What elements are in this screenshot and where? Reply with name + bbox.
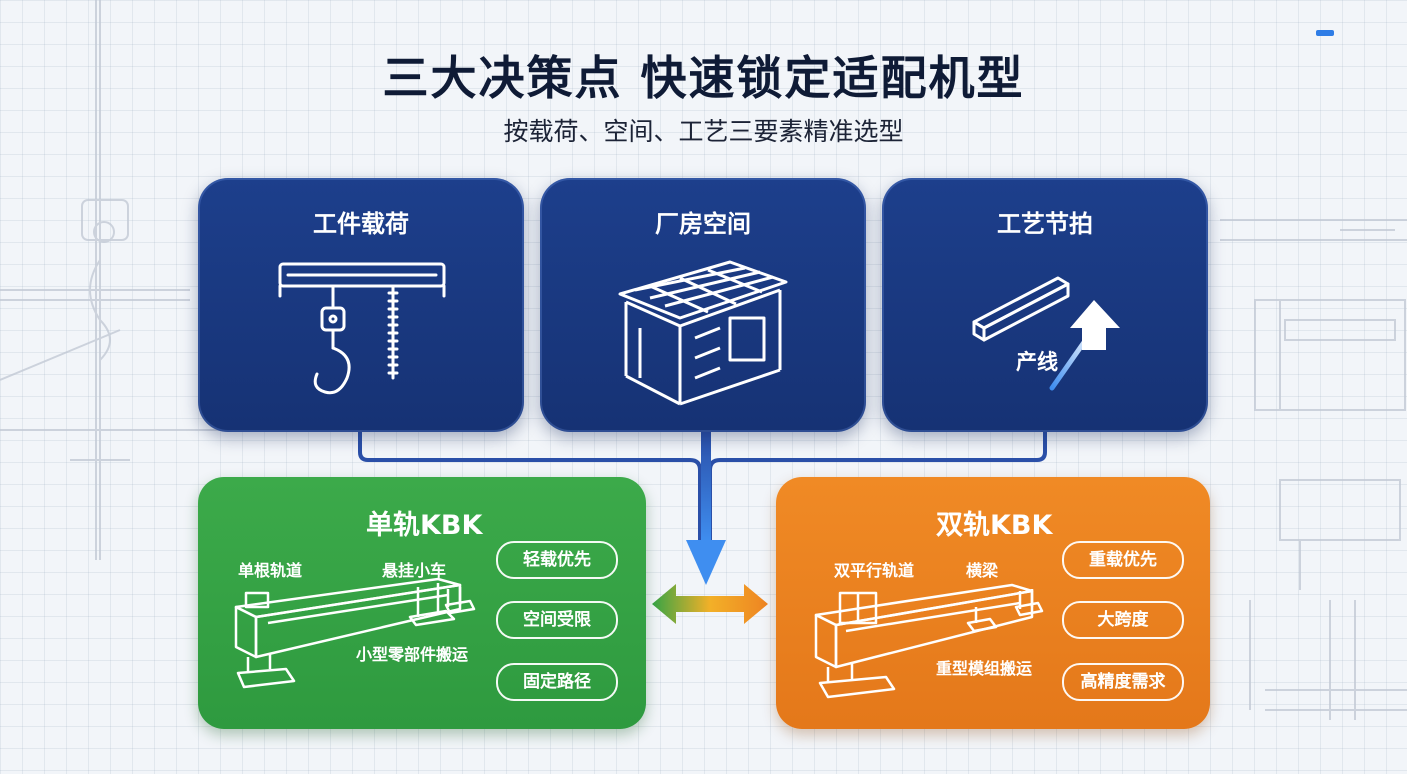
double-rail-use-label: 重型模组搬运 bbox=[936, 659, 1033, 678]
factory-building-icon bbox=[618, 260, 788, 406]
card-title-space: 厂房空间 bbox=[655, 210, 751, 238]
crane-hook-icon bbox=[278, 262, 446, 395]
double-rail-diagram-icon bbox=[814, 583, 1044, 699]
single-rail-title: 单轨KBK bbox=[366, 510, 483, 541]
double-rail-title: 双轨KBK bbox=[936, 510, 1053, 541]
card-workpiece-load: 工件载荷 bbox=[198, 178, 524, 432]
panel-single-rail-kbk: 单轨KBK 单根轨道 悬挂小车 小型零部件搬运 轻载优先 空间受限 固定路径 bbox=[198, 477, 646, 729]
tag-light-load: 轻载优先 bbox=[496, 541, 618, 579]
single-rail-trolley-label: 悬挂小车 bbox=[382, 561, 447, 580]
tag-large-span: 大跨度 bbox=[1062, 601, 1184, 639]
card-process-takt: 工艺节拍 产线 bbox=[882, 178, 1208, 432]
tag-fixed-path: 固定路径 bbox=[496, 663, 618, 701]
single-rail-diagram-icon bbox=[234, 577, 476, 689]
page-title: 三大决策点 快速锁定适配机型 bbox=[382, 51, 1025, 105]
tag-space-limited: 空间受限 bbox=[496, 601, 618, 639]
page-subtitle: 按载荷、空间、工艺三要素精准选型 bbox=[503, 117, 904, 146]
double-rail-beam-label: 横梁 bbox=[966, 561, 999, 580]
card-title-load: 工件载荷 bbox=[313, 210, 409, 238]
production-line-arrow-icon bbox=[972, 276, 1120, 391]
single-rail-track-label: 单根轨道 bbox=[238, 561, 303, 580]
card-title-takt: 工艺节拍 bbox=[997, 210, 1093, 238]
accent-mark bbox=[1316, 30, 1334, 36]
tag-high-precision: 高精度需求 bbox=[1062, 663, 1184, 701]
card-factory-space: 厂房空间 bbox=[540, 178, 866, 432]
production-line-label: 产线 bbox=[1016, 350, 1058, 374]
single-rail-use-label: 小型零部件搬运 bbox=[356, 645, 469, 664]
tag-heavy-load: 重载优先 bbox=[1062, 541, 1184, 579]
double-rail-track-label: 双平行轨道 bbox=[834, 561, 915, 580]
compare-arrow-icon bbox=[652, 584, 768, 624]
panel-double-rail-kbk: 双轨KBK 双平行轨道 横梁 重型模组搬运 重载优先 大跨度 高精度需求 bbox=[776, 477, 1210, 729]
